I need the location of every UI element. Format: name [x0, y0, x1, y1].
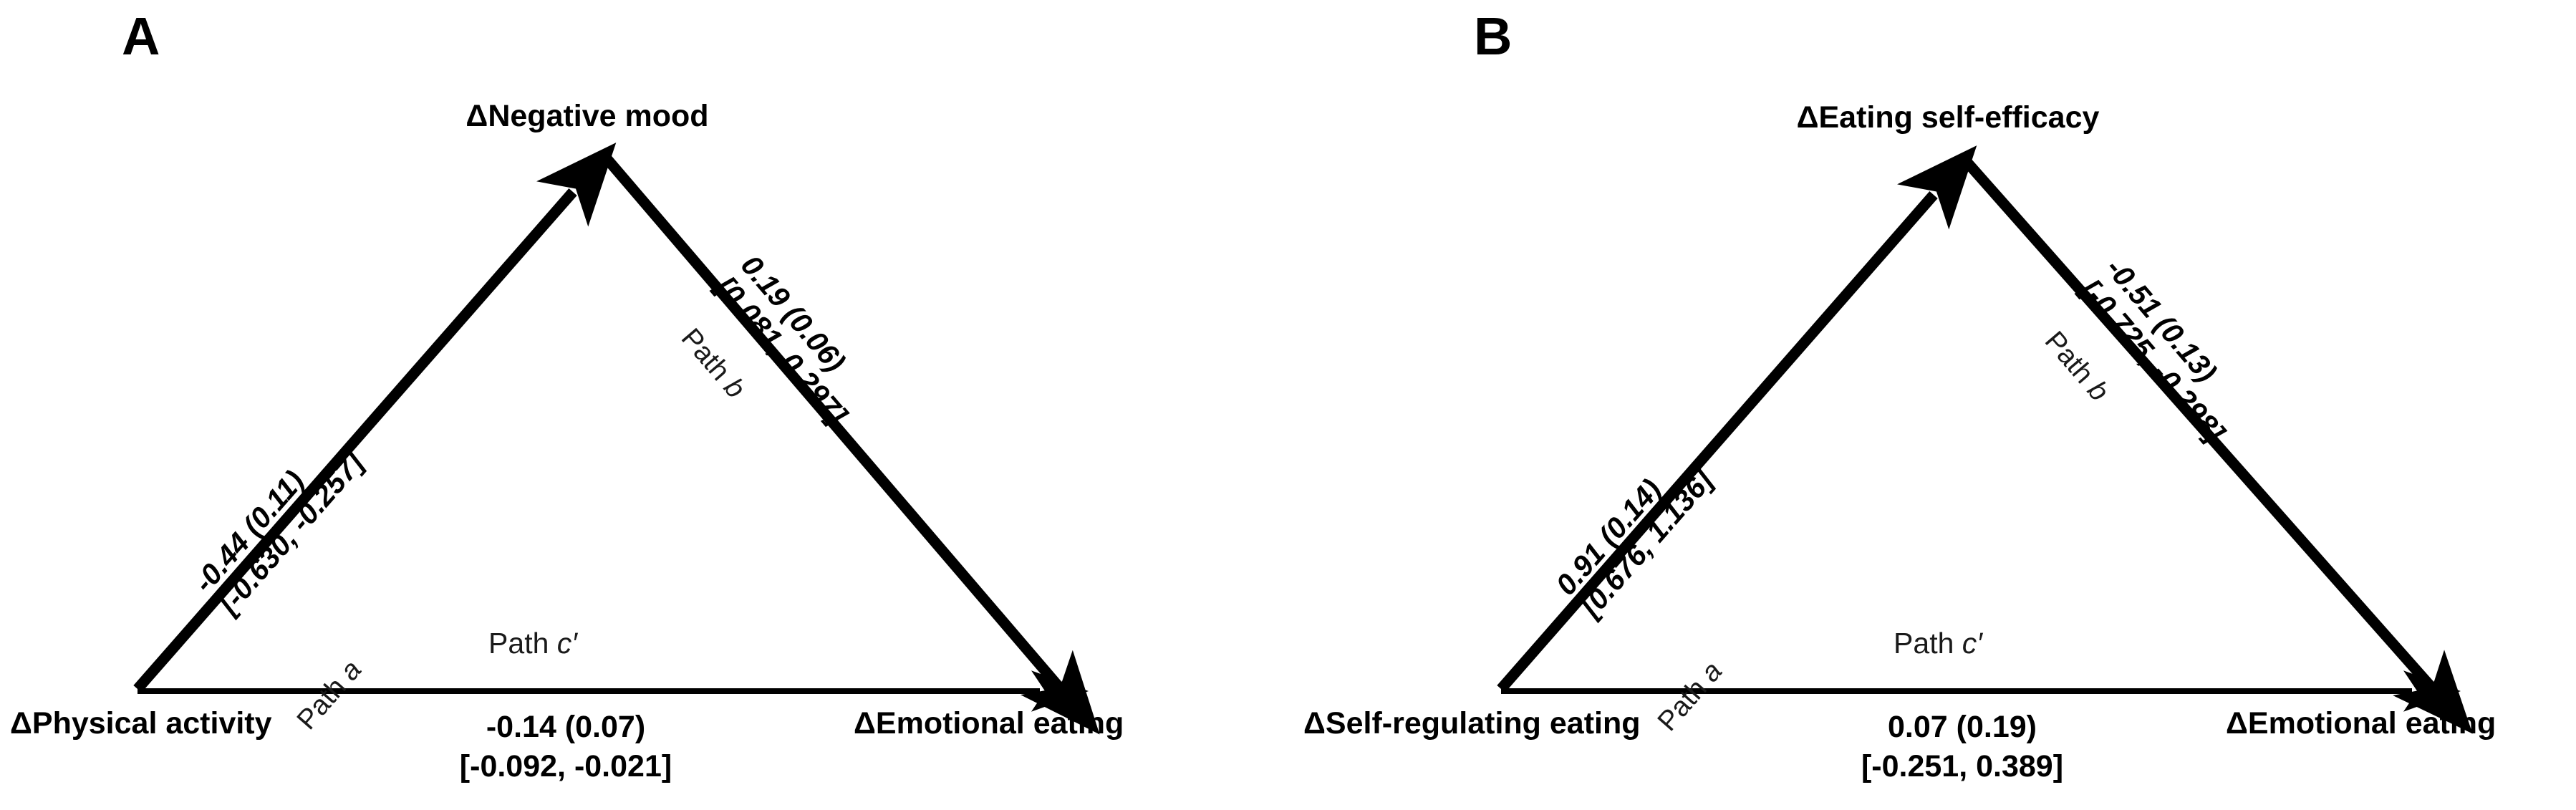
panel-b-predictor-label: ΔSelf-regulating eating	[1303, 706, 1641, 741]
panel-a: A ΔNegative mood ΔPhysical activity ΔEmo…	[0, 0, 1275, 810]
panel-letter-b: B	[1474, 6, 1512, 66]
panel-b: B ΔEating self-efficacy ΔSelf-regulating…	[1289, 0, 2576, 810]
panel-b-mediator-label: ΔEating self-efficacy	[1796, 100, 2100, 135]
panel-b-path-b-arrow	[1964, 160, 2473, 734]
panel-a-path-a-arrow	[133, 143, 617, 693]
panel-b-outcome-label: ΔEmotional eating	[2226, 706, 2497, 741]
panel-b-path-c-coefficient: 0.07 (0.19) [-0.251, 0.389]	[1861, 710, 2064, 784]
panel-b-paths	[1497, 145, 2473, 734]
panel-a-path-b-arrow	[602, 154, 1100, 735]
panel-a-predictor-label: ΔPhysical activity	[10, 706, 272, 741]
panel-b-path-a-arrow	[1497, 145, 1977, 693]
panel-a-path-c-name: Path c′	[488, 629, 577, 658]
panel-a-outcome-label: ΔEmotional eating	[854, 706, 1124, 741]
panel-b-path-c-name-symbol: c′	[1962, 627, 1982, 660]
panel-a-paths	[133, 143, 1100, 735]
panel-a-path-c-name-prefix: Path	[488, 627, 557, 660]
panel-letter-a: A	[122, 6, 160, 66]
panel-b-path-c-name: Path c′	[1894, 629, 1982, 658]
panel-b-path-c-name-prefix: Path	[1894, 627, 1962, 660]
panel-a-path-c-coefficient: -0.14 (0.07) [-0.092, -0.021]	[459, 710, 672, 784]
panel-a-mediator-label: ΔNegative mood	[465, 99, 709, 133]
panel-a-path-c-name-symbol: c′	[556, 627, 577, 660]
